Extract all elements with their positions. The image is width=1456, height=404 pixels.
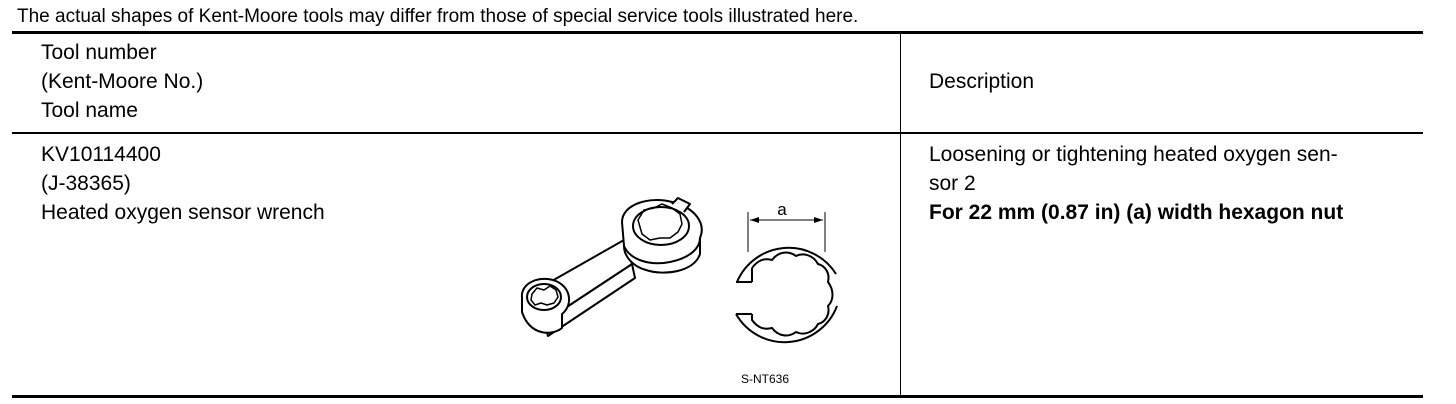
header-kent-moore-no: (Kent-Moore No.) [41, 70, 204, 93]
description-cell: Loosening or tightening heated oxygen se… [929, 140, 1343, 227]
table-top-border [12, 31, 1423, 34]
header-tool-name: Tool name [41, 99, 138, 122]
header-tool-cell: Tool number (Kent-Moore No.) Tool name [41, 38, 203, 125]
description-line-1: Loosening or tightening heated oxygen se… [929, 143, 1338, 166]
dimension-label: a [777, 200, 787, 219]
tool-number: KV10114400 [41, 143, 161, 166]
figure-code: S-NT636 [741, 372, 789, 386]
wrench-illustration-icon [520, 197, 703, 337]
caution-note: The actual shapes of Kent-Moore tools ma… [17, 6, 859, 27]
table-bottom-border [12, 395, 1423, 398]
description-hex-nut-size: For 22 mm (0.87 in) (a) width hexagon nu… [929, 201, 1344, 224]
tool-cell: KV10114400 (J-38365) Heated oxygen senso… [41, 140, 325, 227]
tool-name: Heated oxygen sensor wrench [41, 201, 325, 224]
kent-moore-number: (J-38365) [41, 172, 131, 195]
tool-illustration: a S-NT636 [520, 197, 838, 386]
header-divider [12, 132, 1423, 134]
column-divider [900, 33, 901, 396]
hexagon-opening-illustration-icon [735, 212, 838, 344]
header-tool-number: Tool number [41, 41, 157, 64]
header-description: Description [929, 70, 1035, 93]
description-line-2: sor 2 [929, 172, 976, 195]
